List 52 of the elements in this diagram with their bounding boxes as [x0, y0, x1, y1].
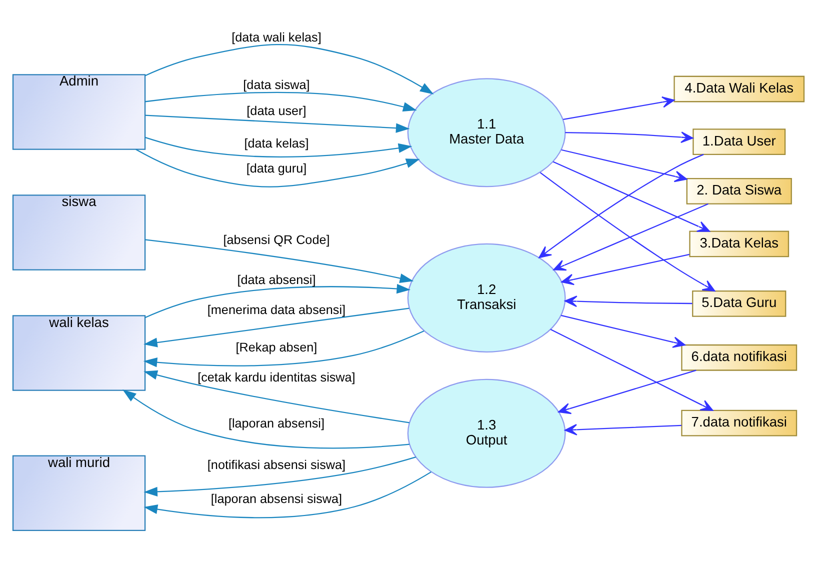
node-ellipse: 1.3 Output [407, 378, 566, 488]
arrow [561, 148, 688, 182]
edge-label: [data wali kelas] [232, 30, 322, 44]
arrow [560, 314, 686, 348]
arrow [552, 160, 710, 232]
arrow [136, 148, 420, 187]
node-box: 3.Data Kelas [689, 230, 790, 257]
arrow [561, 253, 690, 285]
arrow [565, 131, 694, 142]
arrow [553, 202, 708, 270]
arrow [144, 307, 410, 347]
arrow [143, 330, 424, 367]
arrow [145, 238, 414, 282]
edge-label: [laporan absensi siswa] [210, 492, 342, 506]
arrow [558, 369, 696, 414]
node-box: 1.Data User [692, 128, 786, 154]
arrow [122, 388, 410, 448]
edge-label: [laporan absensi] [228, 416, 324, 430]
arrow [144, 283, 411, 318]
arrow [540, 172, 716, 292]
edge-label: [data kelas] [244, 136, 309, 150]
edge-label: [data siswa] [243, 77, 310, 92]
arrow [144, 456, 416, 496]
node-box: 2. Data Siswa [686, 177, 792, 204]
edge-label: [absensi QR Code] [223, 232, 330, 246]
node-box: 5.Data Guru [692, 290, 786, 316]
arrow [564, 424, 682, 435]
edge-label: [notifikasi absensi siswa] [207, 457, 346, 472]
edge-label: [data absensi] [237, 272, 316, 286]
arrow [145, 91, 417, 112]
arrow [564, 295, 692, 307]
arrow [563, 96, 675, 120]
node-box: Admin [12, 74, 146, 150]
node-box: wali murid [12, 454, 146, 530]
arrow [144, 370, 410, 423]
arrow [550, 328, 714, 410]
node-box: siswa [12, 194, 146, 270]
node-ellipse: 1.1 Master Data [407, 78, 566, 187]
node-box: wali kelas [12, 314, 146, 390]
edge-label: [data guru] [246, 161, 307, 176]
edge-label: [data user] [246, 104, 306, 118]
edge-label: [menerima data absensi] [207, 302, 346, 316]
arrow [145, 136, 412, 157]
arrow [145, 114, 410, 132]
arrow [538, 153, 704, 258]
arrow [144, 470, 432, 518]
edge-label: [Rekap absen] [236, 340, 318, 354]
node-box: 7.data notifikasi [681, 409, 798, 436]
node-box: 6.data notifikasi [681, 344, 798, 370]
node-box: 4.Data Wali Kelas [674, 75, 805, 102]
edge-label: [cetak kardu identitas siswa] [198, 370, 356, 384]
arrow [145, 44, 434, 94]
